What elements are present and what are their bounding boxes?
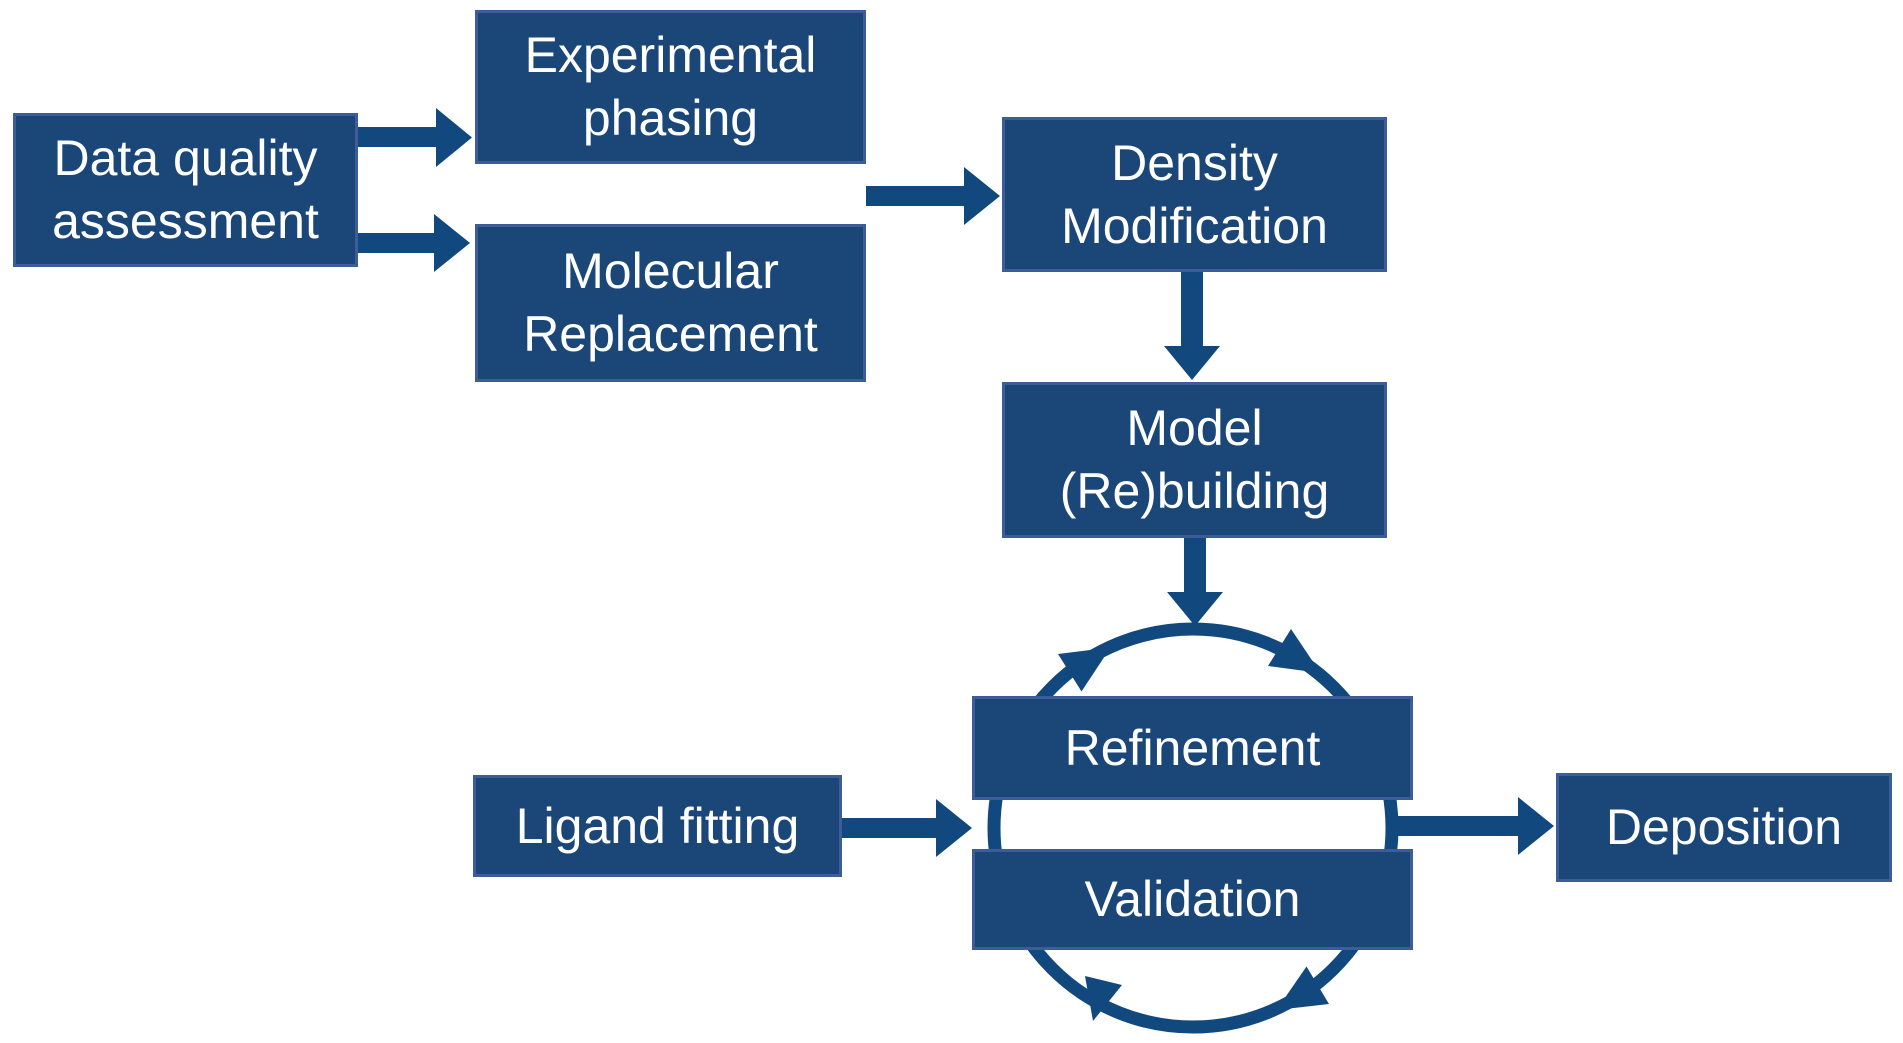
arrow-cycle-to-deposition-icon [1394,797,1554,855]
node-label: Data quality [53,130,318,186]
cycle-arrowhead-top-right-icon [1268,629,1321,673]
node-experimental-phasing: Experimental phasing [475,10,866,164]
node-validation: Validation [972,849,1413,950]
arrow-ligand-to-cycle-icon [842,799,972,857]
node-label: Molecular [562,243,779,299]
node-molecular-replacement: Molecular Replacement [475,224,866,382]
node-label: Modification [1061,197,1328,254]
cycle-arrowhead-bottom-right-icon [1276,966,1329,1010]
arrow-data-quality-to-molecular-icon [358,214,470,272]
node-model-rebuilding: Model (Re)building [1002,382,1387,538]
node-label: Ligand fitting [515,797,800,854]
node-deposition: Deposition [1556,773,1892,882]
node-data-quality-assessment: Data quality assessment [13,113,358,267]
cycle-arrowhead-top-left-icon [1058,647,1111,692]
arrow-model-to-cycle-icon [1167,538,1223,626]
node-label: phasing [582,90,759,146]
node-label: Replacement [523,306,818,362]
arrow-density-to-model-icon [1164,272,1220,380]
node-label: Experimental [524,27,817,83]
node-label: Refinement [1064,719,1321,776]
node-label: Validation [1084,871,1301,927]
cycle-circle [987,622,1399,1034]
cycle-arrowhead-bottom-left-icon [1085,976,1122,1021]
arrow-data-quality-to-experimental-icon [358,108,472,167]
node-label: Deposition [1605,799,1843,855]
node-label: Density [1111,134,1278,191]
node-label: assessment [52,193,319,249]
node-label: Model [1126,400,1263,456]
arrow-phasing-to-density-icon [866,167,1000,225]
node-refinement: Refinement [972,696,1413,800]
node-label: (Re)building [1059,463,1330,519]
node-density-modification: Density Modification [1002,117,1387,272]
node-ligand-fitting: Ligand fitting [473,775,842,877]
